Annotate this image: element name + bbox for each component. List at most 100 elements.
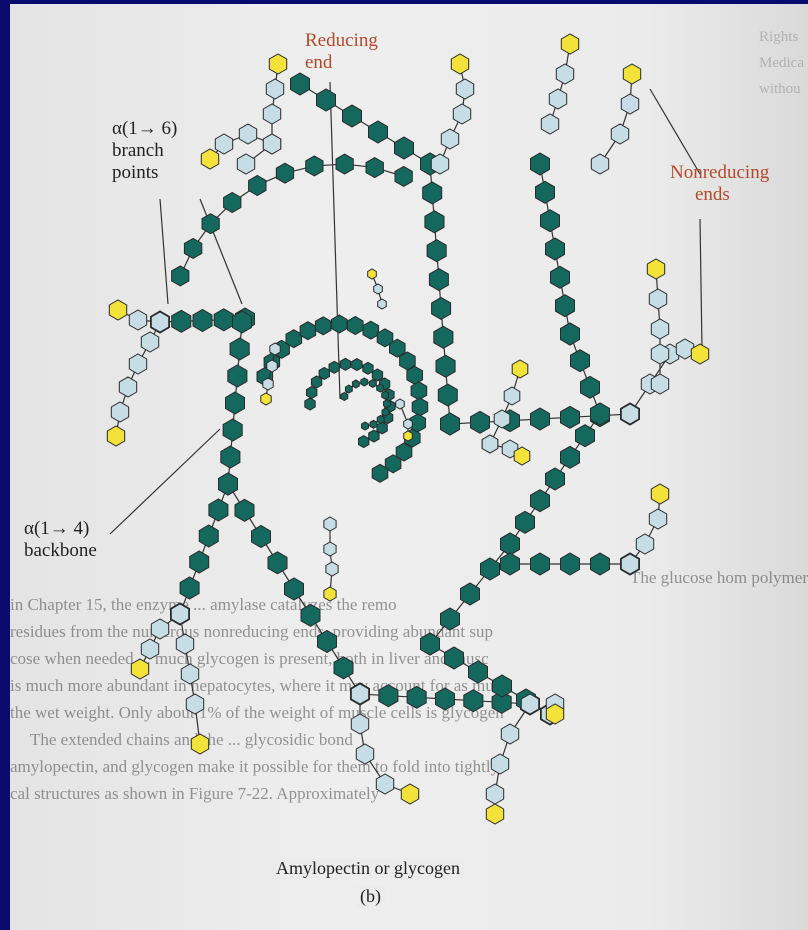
branch-glucose-residue — [374, 284, 383, 294]
glucose-residue — [438, 384, 457, 406]
branch-glucose-residue — [651, 344, 668, 364]
glucose-residue — [501, 533, 520, 555]
branch-glucose-residue — [491, 754, 508, 774]
glucose-residue — [546, 238, 565, 260]
glucose-residue — [581, 376, 600, 398]
nonreducing-end-residue — [647, 259, 664, 279]
glucose-residue — [372, 464, 388, 482]
branch-glucose-residue — [119, 377, 136, 397]
glucose-residue — [291, 73, 310, 95]
branch-glucose-residue — [270, 343, 280, 355]
nonreducing-end-leader — [700, 219, 702, 349]
figure-caption-panel: (b) — [356, 886, 385, 907]
glucose-residue — [223, 419, 242, 441]
glucose-residue — [531, 153, 550, 175]
branch-glucose-residue — [141, 332, 158, 352]
glucose-residue — [382, 408, 389, 416]
branch-glucose-residue — [267, 360, 277, 372]
glucose-residue — [329, 361, 339, 373]
glucose-residue — [561, 406, 580, 428]
glucose-residue — [576, 425, 595, 447]
glucose-residue — [369, 430, 379, 442]
branch-glucose-residue — [263, 104, 280, 124]
glucose-residue — [429, 269, 448, 291]
glucose-residue — [441, 608, 460, 630]
branch-glucose-residue — [621, 94, 638, 114]
branch-glucose-residue — [376, 774, 393, 794]
branch-glucose-residue — [431, 154, 448, 174]
glucose-residue — [199, 525, 218, 547]
branch-glucose-residue — [621, 404, 638, 424]
branch-glucose-residue — [494, 410, 510, 428]
branch-glucose-residue — [501, 724, 518, 744]
glucose-residue — [219, 473, 238, 495]
glucose-residue — [334, 657, 353, 679]
branch-glucose-residue — [266, 79, 283, 99]
branch-glucose-residue — [456, 79, 473, 99]
glucose-residue — [551, 266, 570, 288]
nonreducing-end-residue — [561, 34, 578, 54]
glucose-residue — [561, 446, 580, 468]
glucose-residue — [377, 384, 384, 392]
branch-glucose-residue — [171, 604, 188, 624]
reducing-end-leader — [330, 82, 340, 399]
nonreducing-end-residue — [514, 447, 530, 465]
glucose-residue — [361, 378, 368, 386]
branch-glucose-residue — [396, 399, 405, 409]
glucose-residue — [407, 366, 423, 384]
glucose-residue — [352, 380, 359, 388]
nonreducing-end-residue — [261, 393, 271, 405]
figure-caption-title: Amylopectin or glycogen — [272, 858, 464, 879]
glucose-residue — [379, 685, 398, 707]
glucose-residue — [224, 193, 241, 213]
branch-point-leader — [200, 199, 242, 304]
nonreducing-ends-label: Nonreducing ends — [670, 162, 769, 206]
nonreducing-end-residue — [324, 587, 336, 601]
glucose-residue — [268, 552, 287, 574]
glucose-residue — [464, 690, 483, 712]
nonreducing-end-residue — [191, 734, 208, 754]
branch-glucose-residue — [651, 319, 668, 339]
glucose-residue — [363, 362, 373, 374]
glucose-residue — [481, 558, 500, 580]
glucose-residue — [423, 182, 442, 204]
glucose-residue — [193, 310, 212, 332]
nonreducing-end-residue — [651, 484, 668, 504]
glucose-residue — [469, 661, 488, 683]
nonreducing-end-residue — [269, 54, 286, 74]
glucose-residue — [285, 578, 304, 600]
glucose-residue — [421, 633, 440, 655]
nonreducing-end-residue — [691, 344, 708, 364]
glucose-residue — [377, 415, 384, 423]
branch-glucose-residue — [263, 134, 280, 154]
branch-glucose-residue — [151, 619, 168, 639]
branch-glucose-residue — [441, 129, 458, 149]
glucose-residue — [561, 323, 580, 345]
glucose-chains — [107, 34, 708, 824]
glucose-residue — [536, 181, 555, 203]
glucose-residue — [341, 393, 348, 401]
glucose-residue — [370, 420, 377, 428]
nonreducing-end-residue — [109, 300, 126, 320]
branch-glucose-residue — [404, 419, 413, 429]
glucose-residue — [411, 382, 427, 400]
branch-glucose-residue — [636, 534, 653, 554]
textbook-figure-photo: Rights Medica withou The glucose hom pol… — [10, 4, 808, 930]
glucose-residue — [531, 553, 550, 575]
glucose-residue — [395, 166, 412, 186]
glucose-residue — [591, 403, 610, 425]
glucose-residue — [228, 365, 247, 387]
glucose-residue — [301, 604, 320, 626]
glucose-residue — [306, 156, 323, 176]
glucose-residue — [352, 359, 362, 371]
branch-glucose-residue — [549, 89, 566, 109]
backbone-leader — [110, 429, 220, 534]
glucose-residue — [412, 398, 428, 416]
glucose-residue — [441, 413, 460, 435]
branch-point-leader — [160, 199, 168, 304]
glucose-residue — [221, 446, 240, 468]
glucose-residue — [384, 400, 391, 408]
branch-glucose-residue — [239, 124, 256, 144]
branch-glucose-residue — [215, 134, 232, 154]
glucose-residue — [305, 398, 315, 410]
